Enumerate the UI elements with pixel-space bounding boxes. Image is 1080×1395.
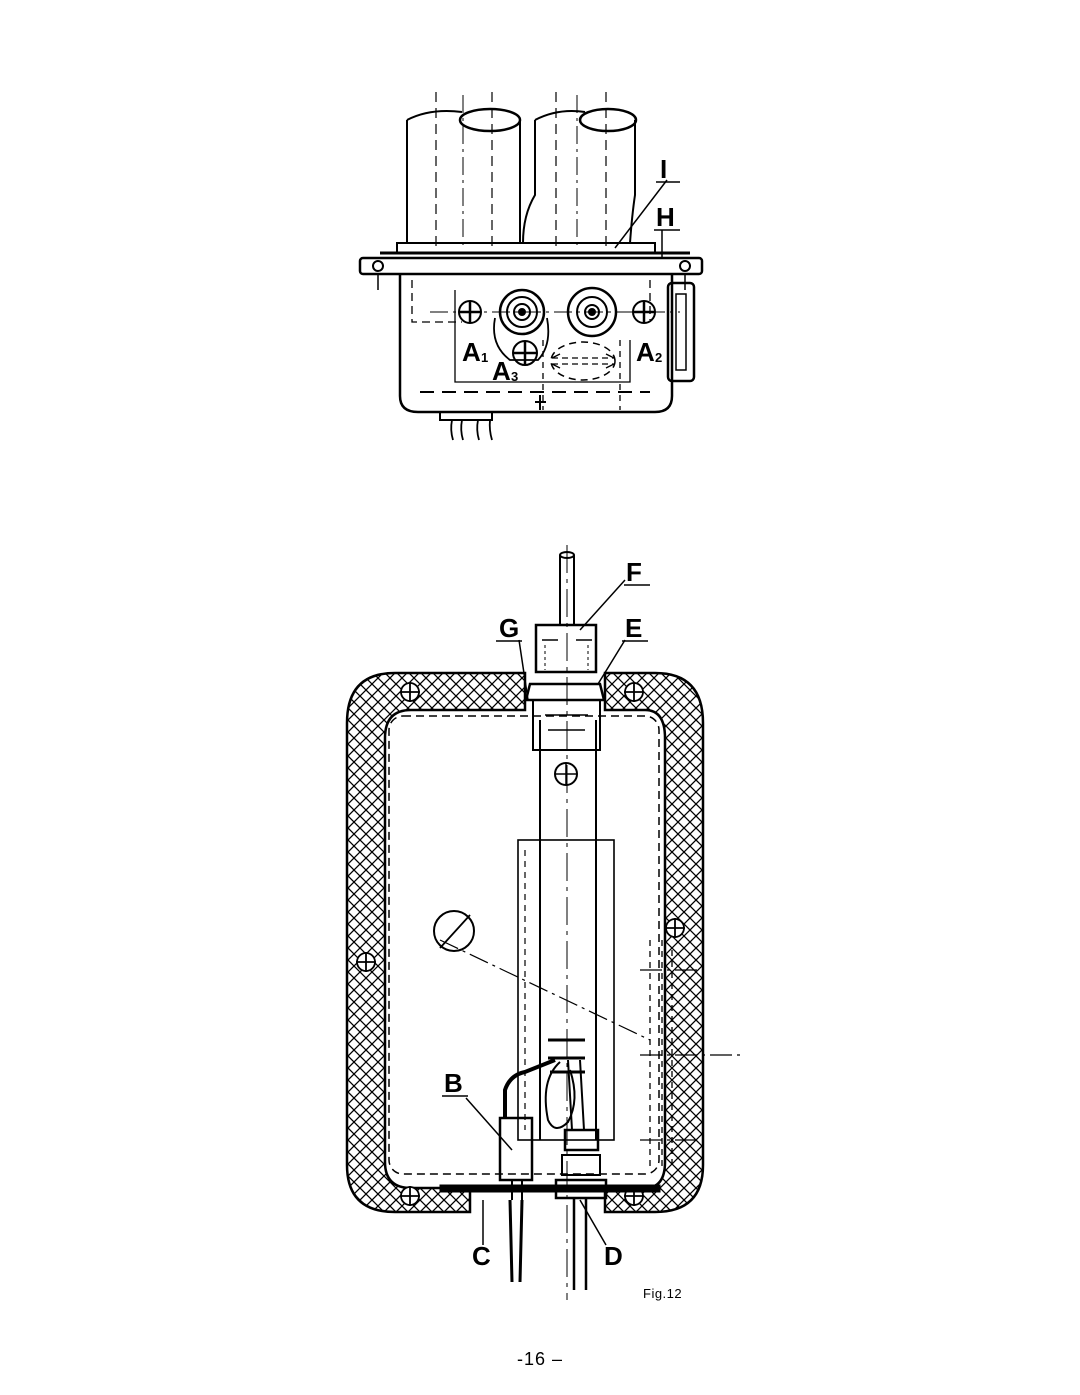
left-pipe xyxy=(406,92,522,250)
probe-indicator xyxy=(433,910,651,1041)
page-number: -16 – xyxy=(517,1349,564,1369)
label-c: C xyxy=(472,1241,491,1271)
label-a1: A xyxy=(462,337,481,367)
terminal-box xyxy=(398,274,696,414)
terminal-left xyxy=(493,288,550,361)
label-d: D xyxy=(604,1241,623,1271)
cables xyxy=(439,412,493,441)
label-a1-sub: 1 xyxy=(481,350,488,365)
label-a3: A xyxy=(492,356,511,386)
right-pipe xyxy=(522,92,638,250)
label-i: I xyxy=(660,154,667,184)
electrode-assembly xyxy=(544,1038,608,1290)
label-e: E xyxy=(625,613,642,643)
label-a2-sub: 2 xyxy=(655,350,662,365)
label-g: G xyxy=(499,613,519,643)
flange-plate xyxy=(358,242,704,290)
top-view-drawing xyxy=(358,92,704,441)
label-a2: A xyxy=(636,337,655,367)
label-b: B xyxy=(444,1068,463,1098)
figure-caption: Fig.12 xyxy=(643,1286,683,1301)
component-b xyxy=(498,1058,556,1283)
top-rod xyxy=(524,551,606,751)
housing-wall xyxy=(345,671,705,1214)
section-view-drawing xyxy=(345,545,740,1300)
screw-a3 xyxy=(512,340,538,366)
label-f: F xyxy=(626,557,642,587)
hidden-oval xyxy=(550,341,616,381)
label-h: H xyxy=(656,202,675,232)
label-a3-sub: 3 xyxy=(511,369,518,384)
wall-holes xyxy=(356,682,685,1206)
